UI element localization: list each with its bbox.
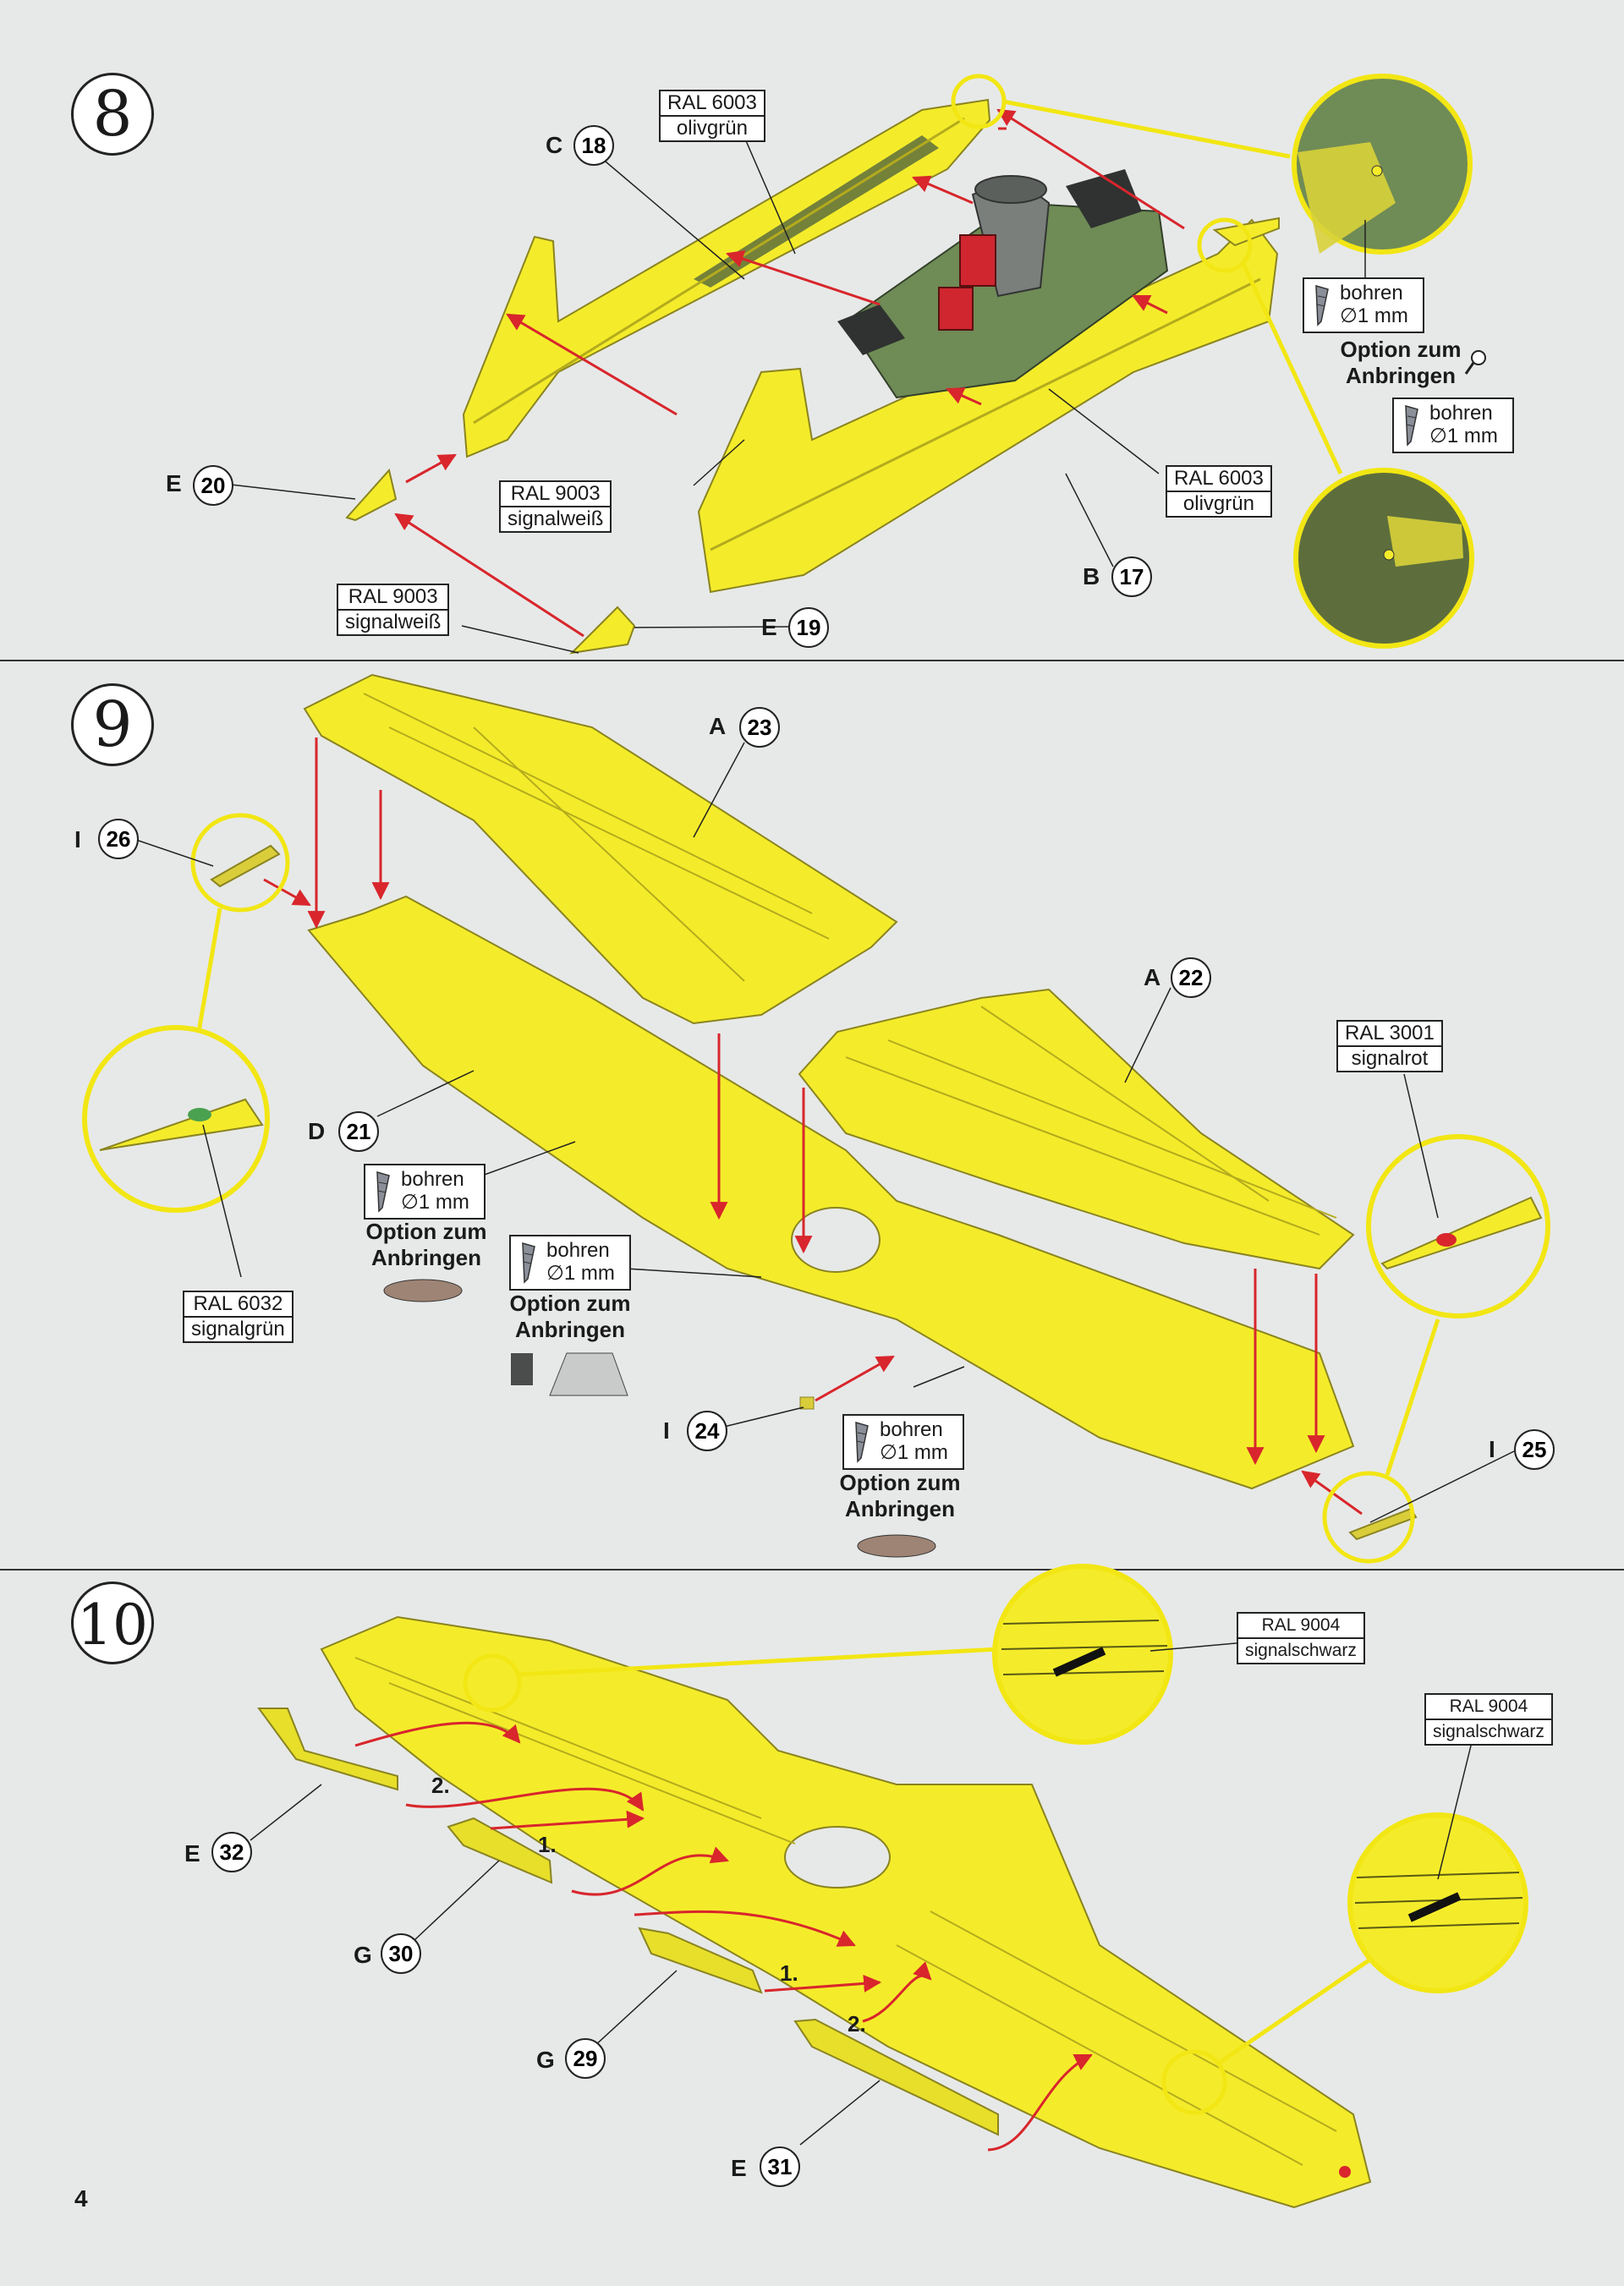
step-number: 9 — [71, 683, 154, 766]
part-label-g29: G — [536, 2047, 555, 2073]
upper-wing-left-part-22 — [798, 988, 1355, 1270]
step-number: 10 — [71, 1582, 154, 1664]
drill-bit-icon — [376, 1170, 390, 1213]
page-number: 4 — [74, 2185, 88, 2212]
part-number-circle: 29 — [565, 2038, 606, 2079]
drill-note: bohren∅1 mm — [364, 1164, 486, 1220]
drill-note: bohren∅1 mm — [1303, 277, 1424, 333]
part-label-g30: G — [354, 1942, 372, 1968]
part-number-circle: 21 — [338, 1111, 379, 1152]
svg-text:30: 30 — [389, 1941, 414, 1966]
sequence-marker: 2. — [431, 1773, 450, 1798]
part-label-e32: E — [184, 1840, 200, 1867]
cockpit-tub — [837, 169, 1169, 399]
part-label-i26: I — [74, 826, 81, 852]
sequence-marker: 1. — [538, 1832, 557, 1857]
drill-note: bohren∅1 mm — [1392, 397, 1514, 453]
wingtip-light-parts — [210, 844, 1418, 1541]
step10-callouts — [463, 1647, 1380, 2115]
part-number-circle: 22 — [1171, 957, 1211, 998]
detail-circle-stencil-upper — [992, 1564, 1173, 1745]
part-label-b17: B — [1083, 563, 1100, 589]
svg-text:24: 24 — [695, 1418, 720, 1444]
option-note: Option zum Anbringen — [839, 1470, 961, 1521]
drill-bit-icon — [1405, 404, 1418, 447]
tail-fin-part-19 — [569, 606, 636, 655]
part-label-i24: I — [663, 1417, 670, 1444]
step10-assembly-arrows — [354, 1721, 1093, 2152]
step9-leaders — [133, 742, 1515, 1523]
svg-text:18: 18 — [582, 133, 606, 158]
part-label-e20: E — [166, 470, 182, 496]
part-number-circle: 23 — [739, 707, 780, 748]
part-label-i25: I — [1489, 1436, 1495, 1462]
ailerons-and-flaps — [257, 1708, 999, 2136]
upper-wing-right-part-23 — [303, 673, 898, 1025]
detail-circle-wingtip-red — [1366, 1134, 1550, 1318]
part-number-circle: 31 — [760, 2146, 800, 2187]
magnifier-icon — [1464, 350, 1486, 375]
drill-bit-icon — [855, 1421, 869, 1463]
step9-callouts — [190, 813, 1440, 1564]
part-label-a22: A — [1144, 964, 1161, 990]
svg-text:19: 19 — [797, 615, 821, 640]
part-number-circle: 24 — [687, 1411, 727, 1451]
drill-note: bohren∅1 mm — [509, 1235, 631, 1291]
svg-text:32: 32 — [220, 1839, 244, 1865]
detail-circle-drill-lower — [1293, 468, 1474, 649]
part-number-circle: 30 — [381, 1933, 421, 1974]
svg-text:23: 23 — [748, 715, 772, 740]
part-number-circle: 17 — [1111, 556, 1152, 597]
assembled-wing-underside — [320, 1615, 1372, 2209]
fuselage-left-half — [462, 98, 991, 458]
svg-text:17: 17 — [1120, 564, 1144, 589]
part-label-c18: C — [546, 132, 563, 158]
option-note: Option zum Anbringen — [365, 1219, 487, 1270]
part-label-a23: A — [709, 713, 727, 739]
step8-assembly-arrows — [394, 108, 1185, 638]
svg-text:29: 29 — [573, 2046, 598, 2071]
option-note: Option zum Anbringen — [509, 1291, 631, 1342]
lower-wing-part-21 — [307, 895, 1355, 1490]
drill-bit-icon — [522, 1242, 535, 1284]
step8-leaders — [230, 136, 1366, 654]
svg-text:31: 31 — [768, 2154, 793, 2179]
svg-text:26: 26 — [107, 826, 131, 852]
part-number-circle: 19 — [788, 607, 829, 648]
detail-circle-wingtip-green — [82, 1025, 270, 1213]
step10-leaders — [250, 1642, 1473, 2146]
step8-callouts — [951, 74, 1343, 475]
optional-parts — [383, 1279, 936, 1558]
step-number: 8 — [71, 73, 154, 156]
part-number-circle: 18 — [573, 125, 614, 166]
svg-text:20: 20 — [201, 473, 226, 498]
svg-text:21: 21 — [347, 1119, 371, 1144]
svg-text:22: 22 — [1179, 965, 1204, 990]
option-note: Option zum Anbringen — [1340, 337, 1462, 388]
part-number-circle: 25 — [1514, 1429, 1555, 1470]
part-number-circle: 26 — [98, 819, 139, 859]
drill-note: bohren∅1 mm — [842, 1414, 964, 1470]
part-label-e31: E — [731, 2155, 747, 2181]
part-label-d21: D — [308, 1118, 326, 1144]
svg-text:25: 25 — [1522, 1437, 1547, 1462]
drill-bit-icon — [1315, 284, 1329, 326]
part-number-circle: 20 — [193, 465, 233, 506]
sequence-marker: 1. — [780, 1960, 798, 1986]
part-label-e19: E — [761, 614, 777, 640]
sequence-marker: 2. — [848, 2011, 866, 2037]
part-number-circle: 32 — [211, 1832, 252, 1872]
tail-fin-part-20 — [345, 468, 398, 522]
